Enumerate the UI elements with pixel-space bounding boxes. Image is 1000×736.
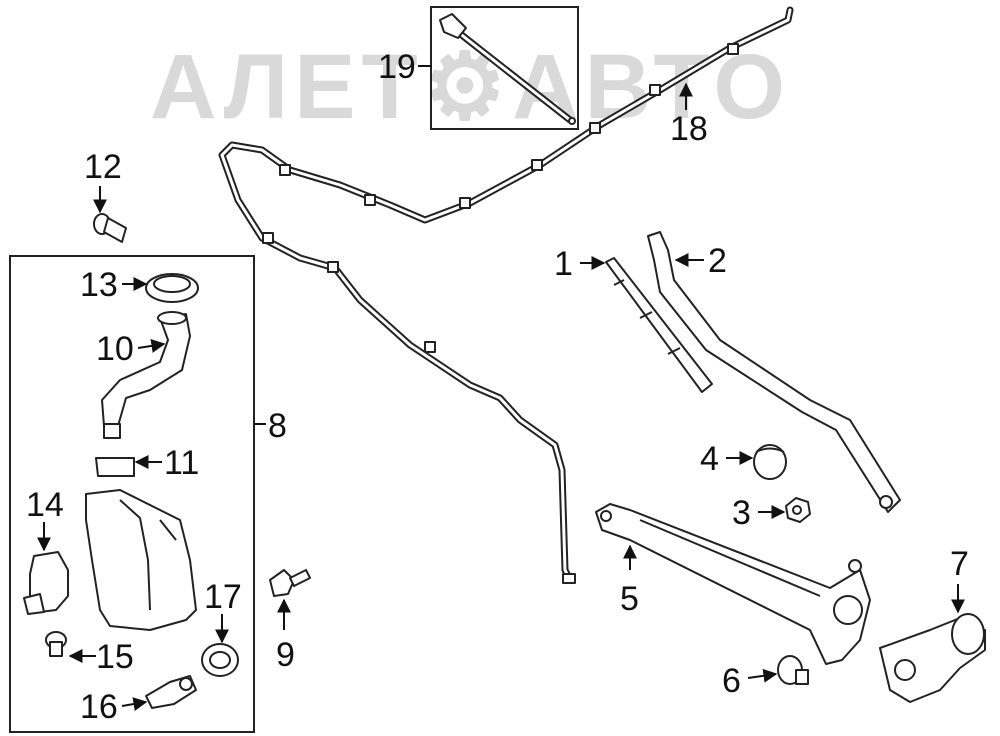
reservoir-assembly-box (9, 255, 255, 733)
callout-16: 16 (80, 688, 118, 726)
callout-10: 10 (96, 330, 134, 368)
part-12-clip (93, 213, 127, 243)
callout-11: 11 (164, 444, 199, 482)
callout-15: 15 (96, 638, 134, 676)
part-9-bolt (269, 569, 311, 597)
callout-9: 9 (276, 636, 295, 674)
part-5-wiper-linkage (595, 503, 871, 665)
part-4-cap (753, 444, 787, 480)
part-19-box (430, 6, 579, 130)
callout-4: 4 (700, 440, 719, 478)
part-10-filler-neck (101, 311, 191, 439)
part-2-wiper-arm (647, 231, 901, 513)
reservoir-tank (85, 489, 197, 631)
part-6-grommet (777, 655, 809, 685)
part-3-nut (785, 497, 811, 523)
callout-18: 18 (670, 110, 708, 148)
part-13-reservoir-cap (145, 273, 199, 303)
part-19-nozzle (439, 13, 576, 125)
part-18-washer-hose (218, 6, 794, 584)
part-7-wiper-motor (879, 613, 986, 703)
callout-3: 3 (732, 494, 751, 532)
callout-14: 14 (26, 486, 64, 524)
part-15-grommet (45, 631, 67, 657)
callout-8: 8 (268, 407, 287, 445)
part-16-level-sensor (145, 675, 197, 709)
callout-17: 17 (204, 578, 242, 616)
leader-16 (121, 697, 148, 711)
part-11-seal (95, 457, 135, 477)
leader-10 (137, 338, 166, 353)
leader-6 (747, 668, 778, 683)
callout-7: 7 (950, 545, 969, 583)
part-1-wiper-blade (605, 257, 713, 393)
callout-2: 2 (708, 242, 727, 280)
part-17-seal-ring (201, 643, 239, 677)
callout-19: 19 (378, 48, 416, 86)
callout-6: 6 (722, 662, 741, 700)
callout-1: 1 (554, 245, 573, 283)
callout-13: 13 (80, 266, 118, 304)
part-14-washer-pump (23, 551, 69, 615)
callout-5: 5 (620, 580, 639, 618)
callout-12: 12 (84, 148, 122, 186)
